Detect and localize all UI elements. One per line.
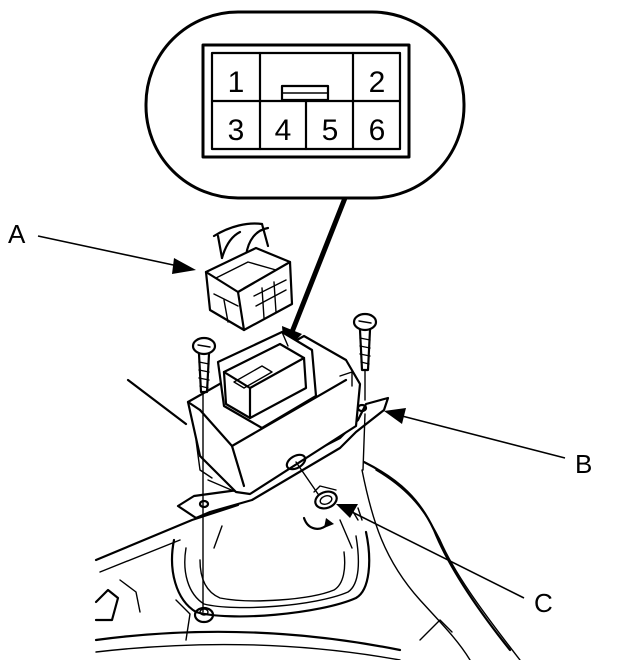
harness-connector (204, 222, 294, 332)
switch-assembly (176, 330, 390, 520)
callout-a: A (8, 219, 196, 274)
pin-2-label: 2 (369, 66, 386, 99)
retainer-clip (295, 461, 363, 530)
callout-c-label: C (534, 588, 553, 618)
console-panel (94, 378, 521, 660)
console-screw-boss (193, 606, 215, 624)
pin-3-label: 3 (228, 114, 245, 147)
pin-4-label: 4 (275, 114, 292, 147)
mounting-screw-left (191, 336, 217, 394)
callout-a-label: A (8, 219, 26, 249)
connector-detail-bubble: 1 2 3 4 5 6 (144, 10, 466, 200)
callout-c: C (336, 504, 553, 618)
pin-5-label: 5 (322, 114, 339, 147)
mounting-screw-right (352, 312, 378, 372)
rotate-arrow-icon (324, 518, 334, 528)
pin-1-label: 1 (228, 66, 245, 99)
callout-b-label: B (575, 449, 592, 479)
callout-b: B (384, 408, 592, 479)
pin-6-label: 6 (369, 114, 386, 147)
connector-lock-tab (280, 84, 330, 102)
